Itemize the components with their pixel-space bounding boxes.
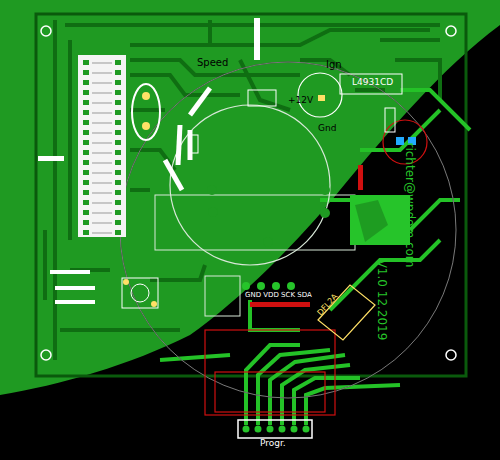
url-text: richter@wpdom.com [404,142,416,267]
net-label: Gnd [318,124,336,133]
connector-name: Progr. [260,439,286,448]
part-name: L4931CD [352,78,393,87]
pin-names: GND VDD SCK SDA [245,292,312,299]
net-label: Ign [326,60,342,70]
net-label: Speed [197,58,228,68]
version-text: V1.0 12.2019 [376,260,388,341]
net-label: +12V [288,96,313,105]
